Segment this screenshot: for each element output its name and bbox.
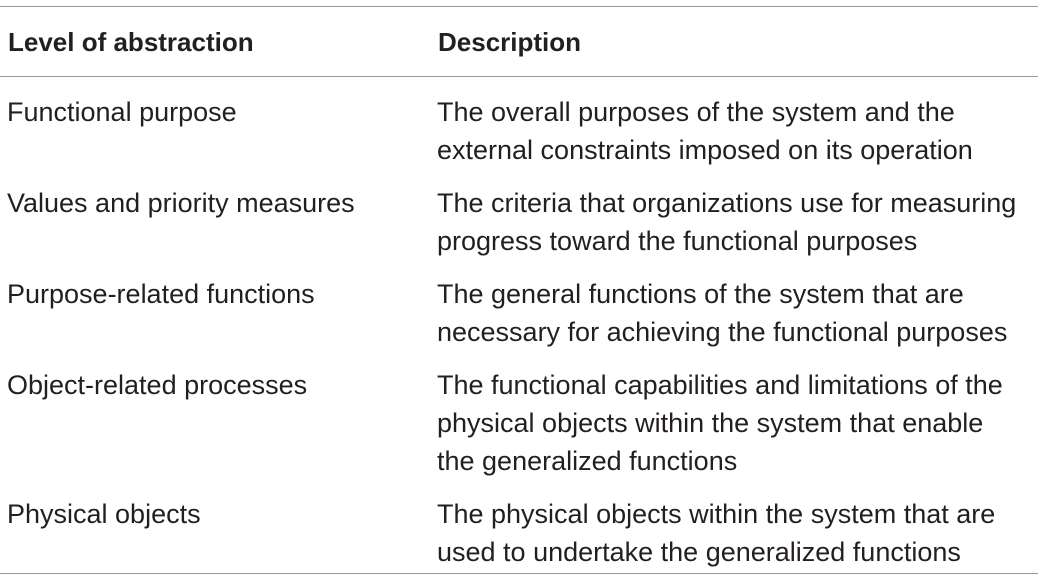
table-top-rule <box>0 6 1038 7</box>
description-cell: The physical objects within the system t… <box>430 495 1036 571</box>
table-row: Object-related processes The functional … <box>0 366 1040 480</box>
description-line: The physical objects within the system t… <box>437 499 996 529</box>
table-row: Values and priority measures The criteri… <box>0 184 1040 260</box>
table-row: Purpose-related functions The general fu… <box>0 275 1040 351</box>
table-bottom-rule <box>0 573 1038 574</box>
description-line: the generalized functions <box>437 446 738 476</box>
description-line: physical objects within the system that … <box>437 408 984 438</box>
header-description: Description <box>438 27 582 57</box>
table-row: Functional purpose The overall purposes … <box>0 93 1040 169</box>
description-line: necessary for achieving the functional p… <box>437 317 1008 347</box>
description-cell: The general functions of the system that… <box>430 275 1036 351</box>
level-cell: Values and priority measures <box>7 188 355 218</box>
table-body: Functional purpose The overall purposes … <box>0 93 1040 586</box>
description-line: The overall purposes of the system and t… <box>437 97 955 127</box>
table-header-rule <box>0 76 1038 77</box>
description-cell: The functional capabilities and limitati… <box>430 366 1036 480</box>
level-cell: Functional purpose <box>7 97 237 127</box>
header-level-of-abstraction: Level of abstraction <box>8 27 254 57</box>
description-line: The criteria that organizations use for … <box>437 188 1017 218</box>
description-cell: The criteria that organizations use for … <box>430 184 1036 260</box>
description-line: used to undertake the generalized functi… <box>437 537 961 567</box>
description-line: The functional capabilities and limitati… <box>437 370 1003 400</box>
description-cell: The overall purposes of the system and t… <box>430 93 1036 169</box>
table-header-row: Level of abstraction Description <box>0 7 1040 76</box>
level-cell: Object-related processes <box>7 370 308 400</box>
level-cell: Purpose-related functions <box>7 279 315 309</box>
level-cell: Physical objects <box>7 499 201 529</box>
description-line: external constraints imposed on its oper… <box>437 135 973 165</box>
description-line: progress toward the functional purposes <box>437 226 918 256</box>
table-row: Physical objects The physical objects wi… <box>0 495 1040 571</box>
description-line: The general functions of the system that… <box>437 279 964 309</box>
